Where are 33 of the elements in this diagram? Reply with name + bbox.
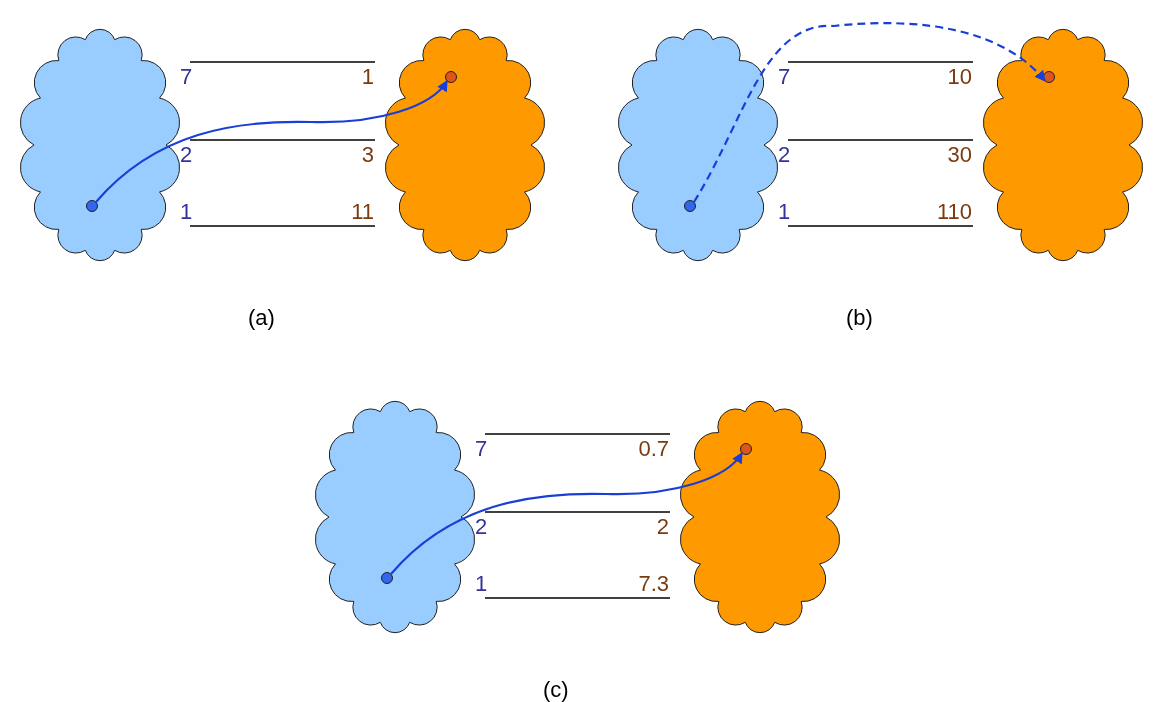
port-number: 2 <box>180 143 193 167</box>
connector-line <box>189 225 376 227</box>
port-number: 1 <box>475 572 488 596</box>
port-number: 7 <box>778 65 791 89</box>
connector-line <box>484 433 671 435</box>
port-number: 2 <box>475 515 488 539</box>
port-number: 0.7 <box>638 437 669 461</box>
port-number: 1 <box>778 200 791 224</box>
port-number: 3 <box>361 143 374 167</box>
port-number: 7.3 <box>638 572 669 596</box>
connector-line <box>787 61 974 63</box>
curved-arrow <box>390 452 743 575</box>
port-number: 2 <box>656 515 669 539</box>
port-number: 1 <box>180 200 193 224</box>
connector-line <box>787 139 974 141</box>
panel-caption: (c) <box>543 678 569 702</box>
connector-line <box>189 61 376 63</box>
port-number: 110 <box>936 200 972 224</box>
panel-caption: (b) <box>846 306 873 330</box>
port-number: 11 <box>351 200 374 224</box>
port-number: 7 <box>180 65 193 89</box>
port-number: 7 <box>475 437 488 461</box>
connector-line <box>189 139 376 141</box>
connector-line <box>787 225 974 227</box>
port-number: 1 <box>361 65 374 89</box>
port-number: 30 <box>947 143 972 167</box>
connector-line <box>484 511 671 513</box>
curved-arrow <box>95 80 448 203</box>
port-number: 10 <box>947 65 972 89</box>
panel-caption: (a) <box>248 306 275 330</box>
connector-line <box>484 597 671 599</box>
curved-arrow <box>693 22 1046 203</box>
port-number: 2 <box>778 143 791 167</box>
